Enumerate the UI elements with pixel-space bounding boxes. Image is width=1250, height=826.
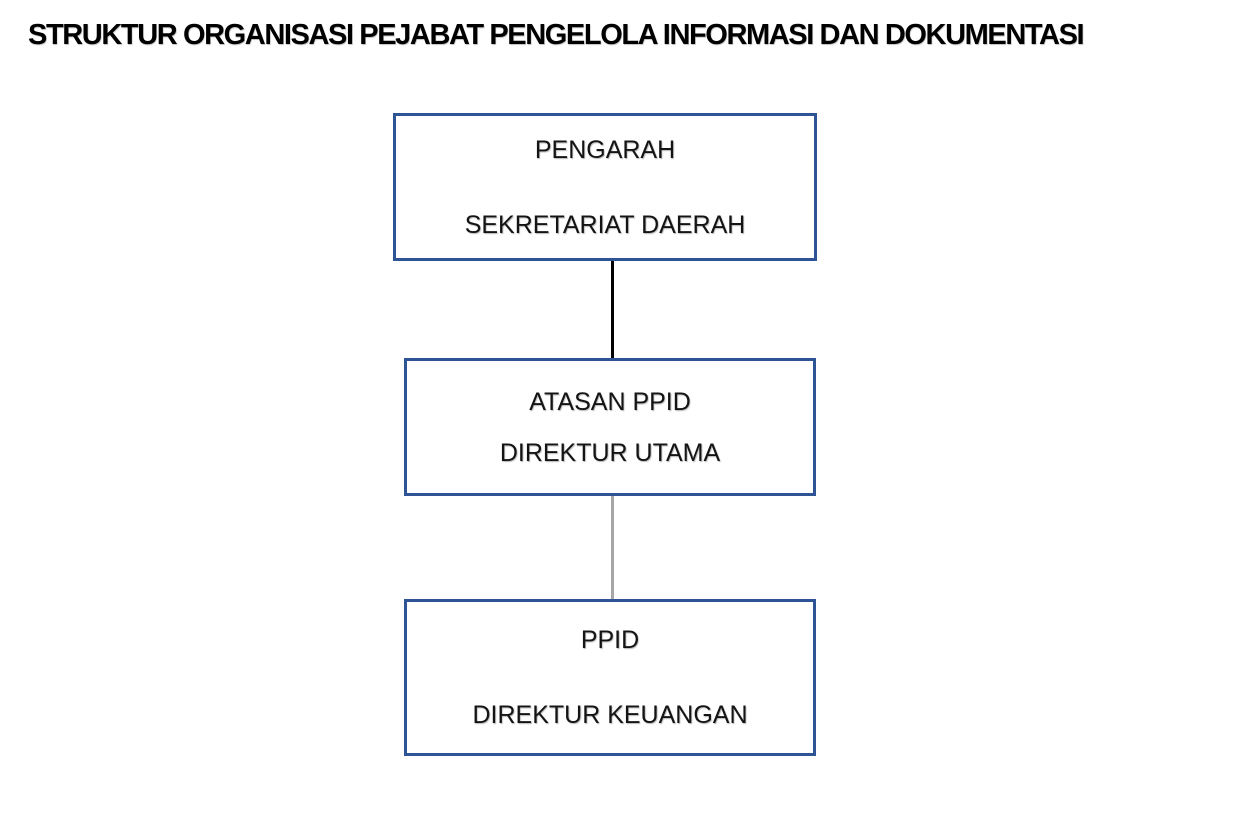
connector-pengarah-to-atasan-ppid xyxy=(611,261,614,358)
org-node-pengarah: PENGARAH SEKRETARIAT DAERAH xyxy=(393,113,817,261)
node-holder-label: DIREKTUR UTAMA xyxy=(499,438,721,467)
org-node-atasan-ppid: ATASAN PPID DIREKTUR UTAMA xyxy=(404,358,816,496)
org-node-ppid: PPID DIREKTUR KEUANGAN xyxy=(404,599,816,756)
connector-atasan-ppid-to-ppid xyxy=(611,496,614,599)
node-role-label: ATASAN PPID xyxy=(529,387,691,416)
node-role-label: PPID xyxy=(580,626,640,654)
page-title: STRUKTUR ORGANISASI PEJABAT PENGELOLA IN… xyxy=(28,19,1085,51)
node-role-label: PENGARAH xyxy=(534,135,676,164)
node-holder-label: SEKRETARIAT DAERAH xyxy=(464,210,746,239)
node-holder-label: DIREKTUR KEUANGAN xyxy=(472,701,748,729)
